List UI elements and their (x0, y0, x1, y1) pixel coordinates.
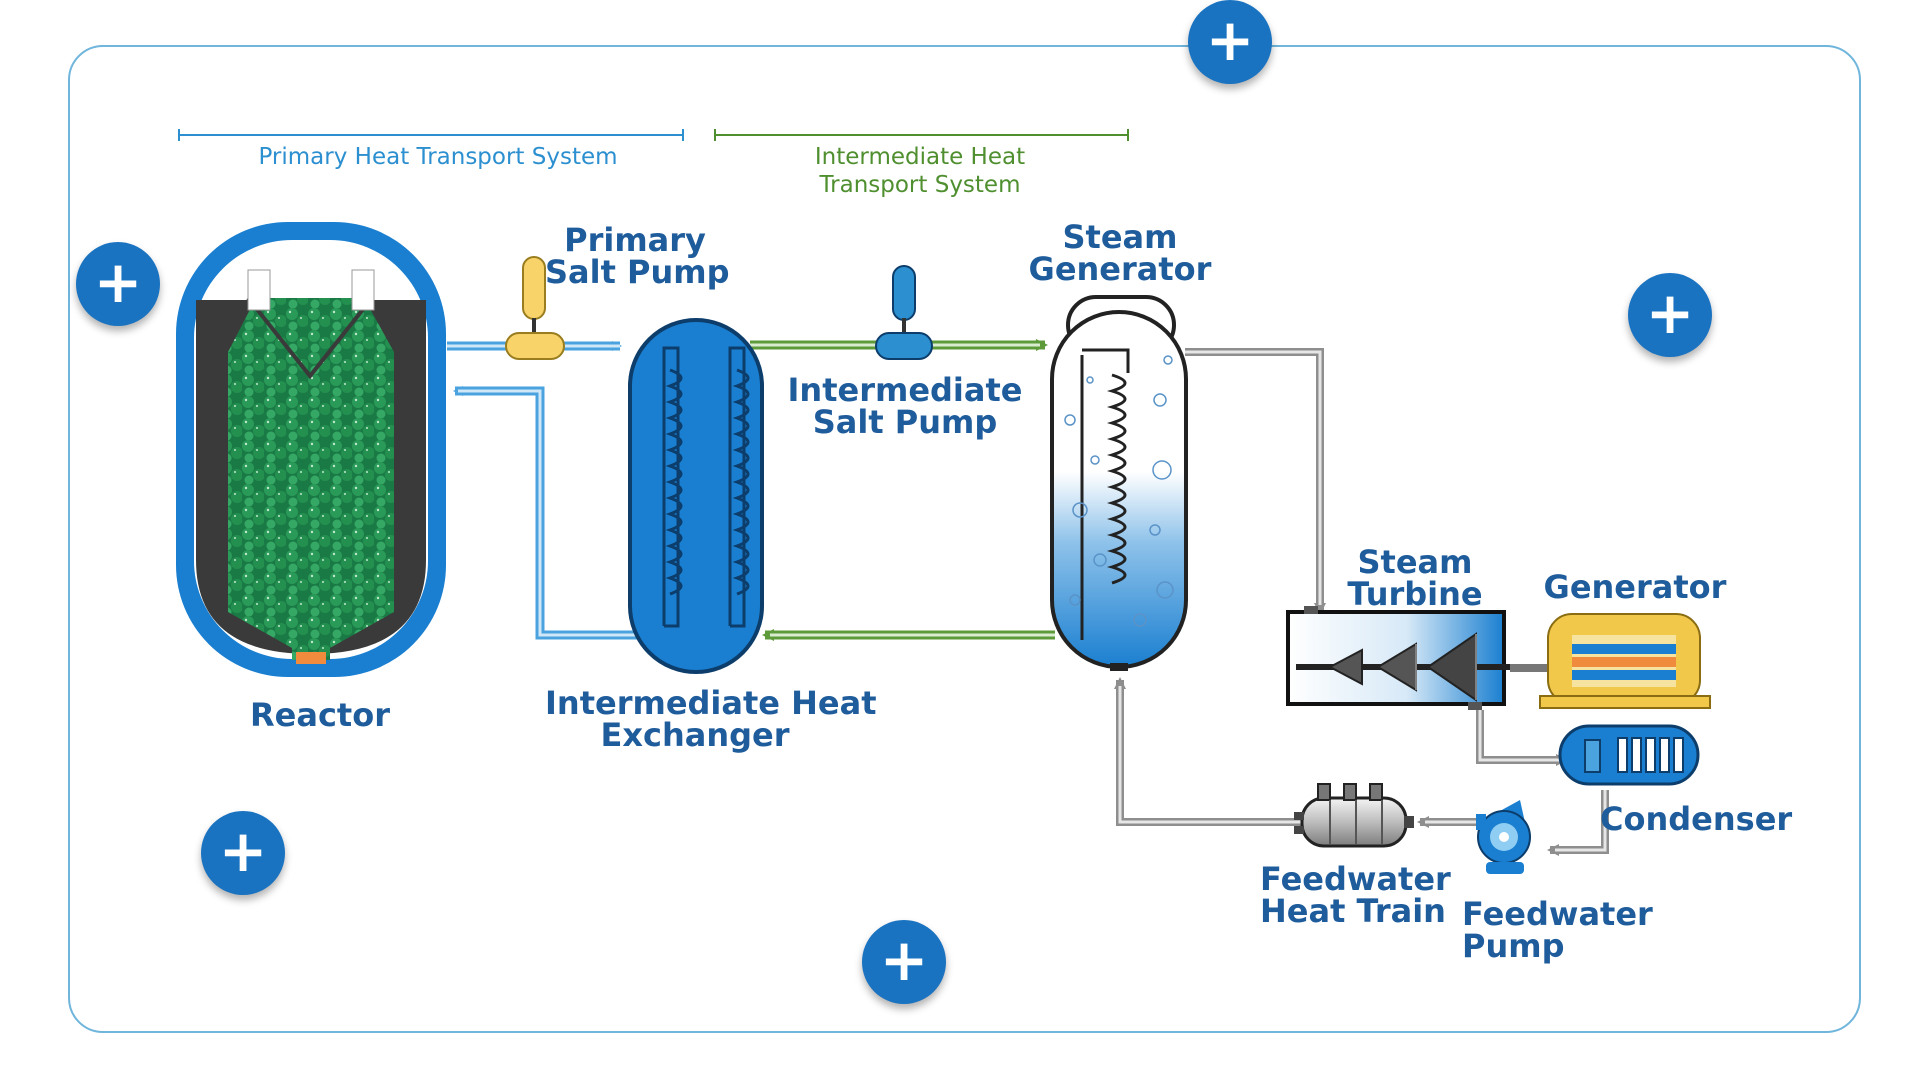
hotspot-right-button[interactable]: + (1628, 273, 1712, 357)
intermediate-salt-pump-label-line1: Intermediate (787, 371, 1023, 409)
primary-salt-pump-label-line1: Primary (564, 221, 706, 259)
reactor-label-line1: Reactor (250, 696, 390, 734)
feedwater-pump-label: Feedwater Pump (1462, 895, 1653, 965)
intermediate-heat-exchanger-label-line2: Exchanger (600, 716, 790, 754)
generator-icon (1539, 613, 1711, 709)
steam-generator-icon (1050, 295, 1188, 671)
condenser-icon (1558, 724, 1700, 786)
steam-turbine-label-line1: Steam (1357, 543, 1473, 581)
feedwater-heat-train-label: Feedwater Heat Train (1260, 860, 1451, 930)
intermediate-salt-pump-label-line2: Salt Pump (812, 403, 998, 441)
steam-generator-label-line2: Generator (1028, 250, 1212, 288)
primary-salt-pump-label: Primary Salt Pump (545, 221, 730, 291)
steam-generator-label-line1: Steam (1062, 218, 1178, 256)
primary-system-bracket (178, 129, 684, 141)
hotspot-reactor-button[interactable]: + (76, 242, 160, 326)
intermediate-heat-exchanger-label: Intermediate Heat Exchanger (545, 684, 877, 754)
intermediate-system-label: Intermediate Heat Transport System (720, 143, 1120, 199)
intermediate-heat-exchanger-label-line1: Intermediate Heat (545, 684, 877, 722)
reactor-vessel (176, 222, 446, 677)
intermediate-system-bracket (714, 129, 1129, 141)
generator-label: Generator (1540, 571, 1730, 603)
primary-loop-piping (447, 341, 640, 640)
feedwater-heat-train-icon (1294, 783, 1414, 848)
intermediate-system-label-line2: Transport System (819, 172, 1021, 198)
diagram-frame (68, 45, 1861, 1033)
primary-system-label: Primary Heat Transport System (258, 144, 618, 170)
feedwater-pump-icon (1476, 800, 1531, 874)
steam-turbine-label: Steam Turbine (1330, 546, 1500, 610)
steam-turbine-label-line2: Turbine (1347, 575, 1483, 613)
hotspot-bottom-center-button[interactable]: + (862, 920, 946, 1004)
primary-salt-pump-icon (505, 256, 565, 360)
feedwater-pump-label-line1: Feedwater (1462, 895, 1653, 933)
intermediate-system-label-line1: Intermediate Heat (814, 144, 1026, 170)
condenser-label: Condenser (1600, 800, 1793, 838)
feedwater-heat-train-label-line1: Feedwater (1260, 860, 1451, 898)
intermediate-salt-pump-label: Intermediate Salt Pump (780, 374, 1030, 438)
feedwater-pump-label-line2: Pump (1462, 927, 1565, 965)
generator-label-line1: Generator (1543, 568, 1727, 606)
steam-turbine-icon (1286, 606, 1510, 710)
condenser-label-line1: Condenser (1600, 800, 1793, 838)
reactor-label: Reactor (210, 699, 430, 731)
feedwater-heat-train-label-line2: Heat Train (1260, 892, 1446, 930)
primary-salt-pump-label-line2: Salt Pump (545, 253, 730, 291)
hotspot-top-button[interactable]: + (1188, 0, 1272, 84)
hotspot-bottom-left-button[interactable]: + (201, 811, 285, 895)
intermediate-salt-pump-icon (875, 265, 933, 360)
steam-generator-label: Steam Generator (1020, 221, 1220, 285)
intermediate-heat-exchanger-icon (628, 318, 764, 674)
steam-piping (1114, 348, 1609, 856)
